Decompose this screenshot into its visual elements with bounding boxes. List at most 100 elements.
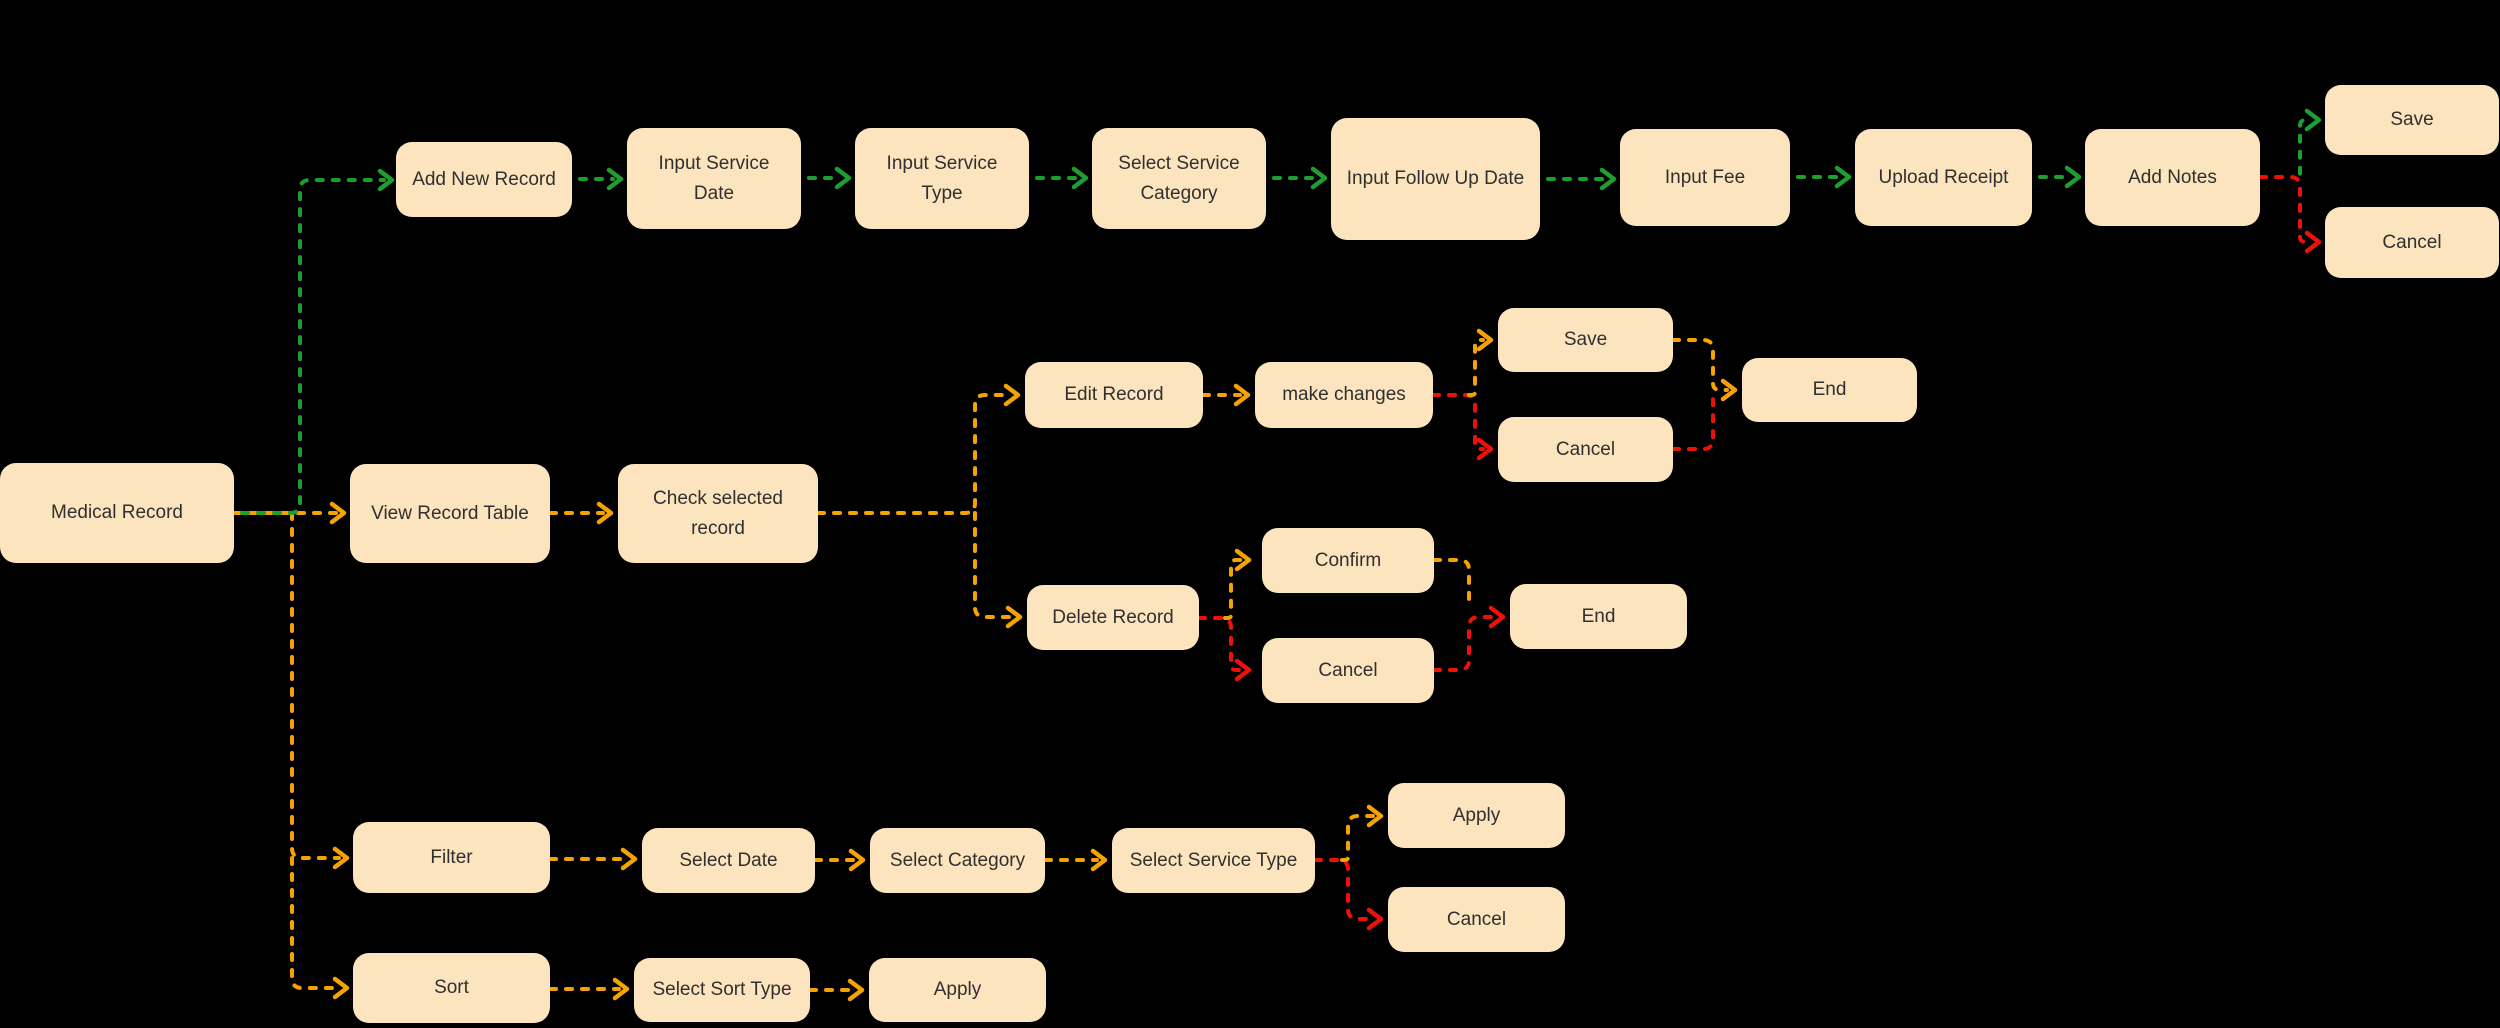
arrowhead-icon	[1233, 383, 1251, 407]
edge-make-changes-to-save-mid	[1467, 328, 1494, 397]
node-add-notes[interactable]: Add Notes	[2085, 129, 2260, 226]
node-label: Check selected record	[653, 488, 783, 539]
node-select-service-category[interactable]: Select Service Category	[1092, 128, 1266, 229]
arrowhead-icon	[2304, 108, 2322, 132]
node-upload-receipt[interactable]: Upload Receipt	[1855, 129, 2032, 226]
node-label: Delete Record	[1052, 606, 1174, 628]
node-label: Input Fee	[1664, 166, 1746, 188]
node-label: End	[1812, 379, 1847, 401]
node-label: Upload Receipt	[1878, 166, 2009, 188]
node-check-selected-record[interactable]: Check selected record	[618, 464, 818, 563]
node-add-new-record[interactable]: Add New Record	[396, 142, 572, 217]
node-select-service-type[interactable]: Select Service Type	[1112, 828, 1315, 893]
node-label: Filter	[430, 846, 473, 868]
arrowhead-icon	[1005, 605, 1023, 629]
edge-line	[290, 856, 341, 990]
node-view-record-table[interactable]: View Record Table	[350, 464, 550, 563]
arrowhead-icon	[1366, 804, 1384, 828]
edge-check-selected-record-to-edit-record	[816, 383, 1021, 515]
edge-select-service-category-to-input-follow-up-date	[1264, 166, 1328, 190]
arrowhead-icon	[2064, 165, 2082, 189]
node-apply-sort[interactable]: Apply	[869, 958, 1046, 1022]
node-end-delete[interactable]: End	[1510, 584, 1687, 649]
node-cancel-mid[interactable]: Cancel	[1498, 417, 1673, 482]
node-input-follow-up-date[interactable]: Input Follow Up Date	[1331, 118, 1540, 240]
edge-input-service-type-to-select-service-category	[1027, 166, 1089, 190]
node-filter[interactable]: Filter	[353, 822, 550, 893]
node-label: Select Service Category	[1118, 153, 1240, 204]
edge-check-selected-record-to-delete-record	[973, 511, 1023, 629]
node-input-fee[interactable]: Input Fee	[1620, 129, 1790, 226]
arrowhead-icon	[834, 166, 852, 190]
arrowhead-icon	[847, 978, 865, 1002]
edge-line	[816, 393, 1012, 515]
edge-line	[2258, 175, 2313, 244]
node-label: Cancel	[1318, 659, 1378, 681]
node-cancel-delete[interactable]: Cancel	[1262, 638, 1434, 703]
node-save-top[interactable]: Save	[2325, 85, 2499, 155]
node-label: Cancel	[2382, 231, 2442, 253]
edge-select-sort-type-to-apply-sort	[808, 978, 865, 1002]
edge-select-service-type-to-cancel-filter	[1313, 858, 1384, 931]
edge-input-fee-to-upload-receipt	[1788, 165, 1852, 189]
arrowhead-icon	[1599, 167, 1617, 191]
edge-line	[1467, 338, 1485, 397]
edge-save-mid-to-end-mid	[1671, 338, 1738, 402]
node-label: Apply	[1452, 804, 1501, 826]
node-label: Cancel	[1555, 438, 1616, 460]
node-select-sort-type[interactable]: Select Sort Type	[634, 958, 810, 1022]
node-delete-record[interactable]: Delete Record	[1027, 585, 1199, 650]
arrowhead-icon	[332, 846, 350, 870]
node-label: make changes	[1282, 384, 1406, 406]
node-medical-record[interactable]: Medical Record	[0, 463, 234, 563]
arrowhead-icon	[1003, 383, 1021, 407]
edge-line	[290, 511, 341, 860]
arrowhead-icon	[606, 167, 624, 191]
node-confirm-delete[interactable]: Confirm	[1262, 528, 1434, 593]
node-sort[interactable]: Sort	[353, 953, 550, 1023]
edge-medical-record-to-filter	[290, 511, 350, 870]
node-label: Input Service Type	[886, 153, 998, 204]
node-select-date[interactable]: Select Date	[642, 828, 815, 893]
node-cancel-filter[interactable]: Cancel	[1388, 887, 1565, 952]
node-make-changes[interactable]: make changes	[1255, 362, 1433, 428]
node-label: View Record Table	[371, 502, 529, 524]
arrowhead-icon	[1476, 437, 1494, 461]
edge-input-service-date-to-input-service-type	[799, 166, 852, 190]
node-label: Sort	[434, 977, 469, 999]
node-save-mid[interactable]: Save	[1498, 308, 1673, 372]
edge-cancel-mid-to-end-mid	[1671, 396, 1715, 451]
arrowhead-icon	[612, 977, 630, 1001]
node-label: Edit Record	[1064, 384, 1164, 406]
edge-line	[232, 178, 386, 515]
node-label: Input Service Date	[658, 153, 770, 204]
edge-line	[1197, 616, 1243, 672]
edge-upload-receipt-to-add-notes	[2030, 165, 2082, 189]
arrowhead-icon	[2304, 230, 2322, 254]
arrowhead-icon	[1720, 378, 1738, 402]
node-label: End	[1581, 605, 1616, 627]
edge-medical-record-to-add-new-record	[232, 168, 395, 515]
node-cancel-top[interactable]: Cancel	[2325, 207, 2499, 278]
edge-medical-record-to-sort	[290, 856, 350, 1000]
arrowhead-icon	[596, 501, 614, 525]
node-input-service-type[interactable]: Input Service Type	[855, 128, 1029, 229]
arrowhead-icon	[1834, 165, 1852, 189]
arrowhead-icon	[1476, 328, 1494, 352]
node-input-service-date[interactable]: Input Service Date	[627, 128, 801, 229]
edge-medical-record-to-view-record-table	[232, 501, 347, 525]
node-label: Apply	[933, 979, 982, 1001]
node-label: Select Sort Type	[652, 979, 792, 1001]
edge-line	[1223, 558, 1243, 620]
node-edit-record[interactable]: Edit Record	[1025, 362, 1203, 428]
node-label: Select Category	[889, 849, 1026, 871]
edge-line	[1432, 558, 1471, 605]
edge-line	[1432, 615, 1497, 672]
node-select-category[interactable]: Select Category	[870, 828, 1045, 893]
node-apply-filter[interactable]: Apply	[1388, 783, 1565, 848]
node-label: Input Follow Up Date	[1346, 168, 1525, 190]
node-end-mid[interactable]: End	[1742, 358, 1917, 422]
edge-add-notes-to-save-top	[2292, 108, 2322, 179]
arrowhead-icon	[332, 976, 350, 1000]
